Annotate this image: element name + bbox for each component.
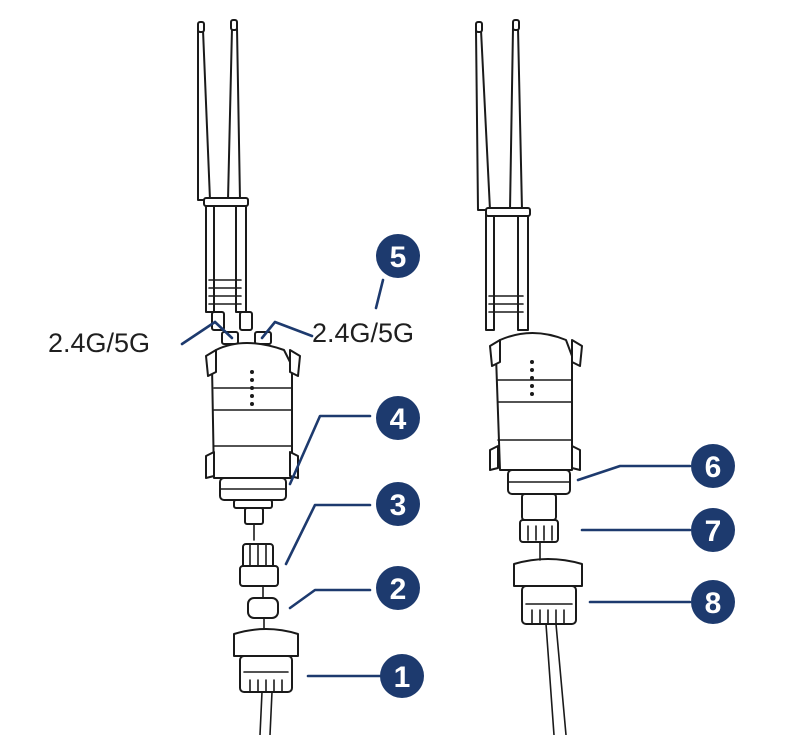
left-cable-lower <box>259 691 263 735</box>
callout-badge-3: 3 <box>376 482 420 526</box>
left-sealing-ring <box>247 585 279 619</box>
right-device-assembled <box>475 19 583 735</box>
right-gland-cap <box>513 558 583 625</box>
callout-badge-2: 2 <box>376 566 420 610</box>
left-device-housing <box>205 342 301 509</box>
right-antenna-pair <box>475 19 531 331</box>
left-connector-a <box>221 331 239 345</box>
callout-number: 4 <box>390 403 407 436</box>
callout-number: 8 <box>705 587 722 620</box>
left-rj45-plug <box>244 507 264 525</box>
callout-number: 7 <box>705 515 722 548</box>
left-seal-nut <box>239 543 279 587</box>
callout-badge-6: 6 <box>691 444 735 488</box>
callout-badge-4: 4 <box>376 396 420 440</box>
left-gland-cap <box>233 628 299 693</box>
callout-badge-7: 7 <box>691 508 735 552</box>
left-device-exploded <box>197 19 301 735</box>
callout-number: 6 <box>705 451 722 484</box>
callout-number: 1 <box>394 661 411 694</box>
left-antenna-band-label: 2.4G/5G <box>48 328 150 358</box>
right-cable <box>545 623 555 735</box>
right-device-housing <box>489 332 583 495</box>
right-antenna-band-label: 2.4G/5G <box>312 318 414 348</box>
callout-number: 5 <box>390 241 407 274</box>
callout-number: 2 <box>390 573 407 606</box>
callout-badge-5: 5 <box>376 234 420 278</box>
left-antenna-pair <box>197 19 253 331</box>
right-seal-nut <box>519 493 559 543</box>
callout-badge-1: 1 <box>380 654 424 698</box>
callout-badge-8: 8 <box>691 580 735 624</box>
leader-lines <box>180 278 692 678</box>
callout-number: 3 <box>390 489 407 522</box>
